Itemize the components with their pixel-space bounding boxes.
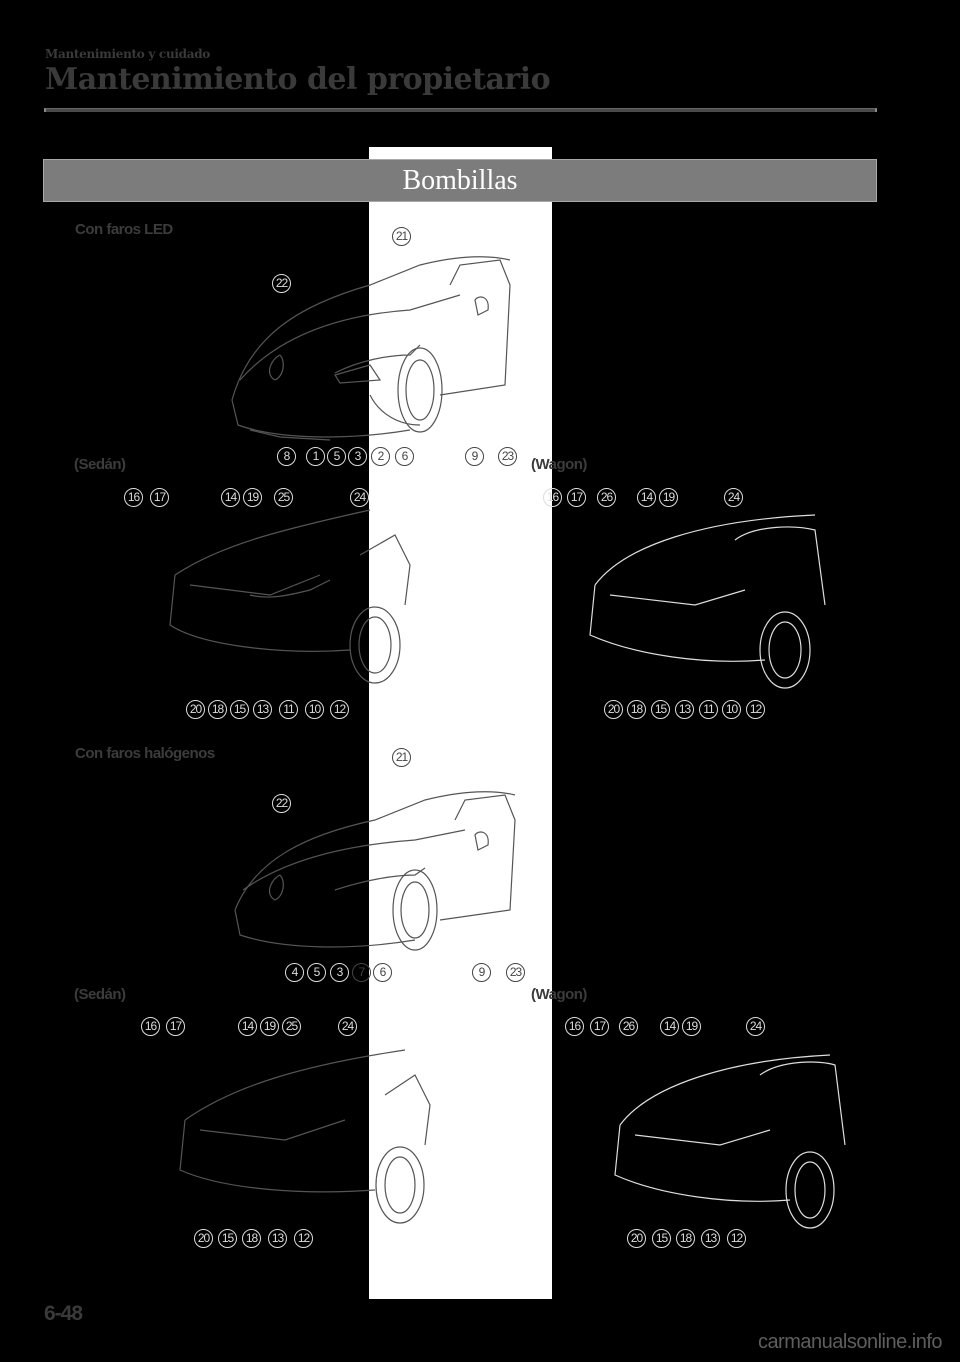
callout-21: 21 (392, 748, 411, 767)
callout-17: 17 (567, 488, 586, 507)
car-front-illustration (231, 256, 511, 441)
callout-18: 18 (627, 700, 646, 719)
callout-19: 19 (243, 488, 262, 507)
sedan-rear-illustration (179, 1049, 431, 1224)
figure-led-front (220, 225, 520, 475)
callout-23: 23 (498, 447, 517, 466)
callout-13: 13 (701, 1229, 720, 1248)
callout-11: 11 (279, 700, 298, 719)
callout-15: 15 (230, 700, 249, 719)
callout-7: 7 (352, 963, 371, 982)
figure-label-led: Con faros LED (75, 221, 173, 238)
callout-24: 24 (746, 1017, 765, 1036)
section-banner: Bombillas (43, 159, 877, 202)
callout-5: 5 (307, 963, 326, 982)
callout-15: 15 (218, 1229, 237, 1248)
callout-22: 22 (272, 274, 291, 293)
callout-14: 14 (637, 488, 656, 507)
callout-12: 12 (294, 1229, 313, 1248)
callout-15: 15 (651, 700, 670, 719)
callout-5: 5 (327, 447, 346, 466)
callout-16: 16 (565, 1017, 584, 1036)
callout-18: 18 (676, 1229, 695, 1248)
callout-8: 8 (277, 447, 296, 466)
callout-3: 3 (330, 963, 349, 982)
callout-24: 24 (724, 488, 743, 507)
callout-19: 19 (260, 1017, 279, 1036)
figure-label-halogen: Con faros halógenos (75, 745, 215, 762)
section-title: Bombillas (402, 164, 518, 196)
header-divider (44, 108, 877, 112)
callout-13: 13 (253, 700, 272, 719)
callout-12: 12 (727, 1229, 746, 1248)
callout-12: 12 (330, 700, 349, 719)
callout-17: 17 (166, 1017, 185, 1036)
callout-11: 11 (699, 700, 718, 719)
callout-13: 13 (675, 700, 694, 719)
callout-4: 4 (285, 963, 304, 982)
callout-20: 20 (186, 700, 205, 719)
wagon-rear-illustration (589, 514, 826, 689)
callout-20: 20 (604, 700, 623, 719)
callout-13: 13 (268, 1229, 287, 1248)
callout-20: 20 (194, 1229, 213, 1248)
callout-18: 18 (208, 700, 227, 719)
callout-25: 25 (274, 488, 293, 507)
page-number: 6-48 (44, 1302, 83, 1325)
figure-label-sedan: (Sedán) (74, 456, 126, 473)
callout-14: 14 (238, 1017, 257, 1036)
sedan-rear-illustration (169, 509, 411, 684)
callout-14: 14 (221, 488, 240, 507)
figure-label-sedan: (Sedán) (74, 986, 126, 1003)
car-front-illustration (234, 791, 516, 951)
callout-21: 21 (392, 227, 411, 246)
callout-14: 14 (660, 1017, 679, 1036)
figure-halogen-front (225, 780, 525, 970)
figure-led-wagon-rear (585, 505, 835, 695)
figure-halogen-wagon-rear (610, 1035, 860, 1230)
callout-6: 6 (373, 963, 392, 982)
callout-15: 15 (652, 1229, 671, 1248)
callout-2: 2 (371, 447, 390, 466)
callout-19: 19 (659, 488, 678, 507)
callout-23: 23 (506, 963, 525, 982)
watermark-link[interactable]: carmanualsonline.info (757, 1331, 943, 1353)
callout-1: 1 (306, 447, 325, 466)
callout-16: 16 (124, 488, 143, 507)
breadcrumb: Mantenimiento y cuidado (45, 47, 210, 61)
figure-label-wagon: (Wagon) (531, 986, 587, 1003)
callout-10: 10 (722, 700, 741, 719)
callout-25: 25 (282, 1017, 301, 1036)
callout-16: 16 (141, 1017, 160, 1036)
callout-18: 18 (242, 1229, 261, 1248)
callout-9: 9 (472, 963, 491, 982)
callout-26: 26 (619, 1017, 638, 1036)
white-background-strip (369, 147, 552, 1299)
callout-16: 16 (543, 488, 562, 507)
callout-17: 17 (150, 488, 169, 507)
callout-10: 10 (305, 700, 324, 719)
callout-6: 6 (395, 447, 414, 466)
figure-led-sedan-rear (160, 505, 411, 695)
wagon-rear-illustration (614, 1054, 846, 1229)
figure-halogen-sedan-rear (175, 1040, 435, 1230)
callout-12: 12 (746, 700, 765, 719)
callout-24: 24 (350, 488, 369, 507)
callout-9: 9 (465, 447, 484, 466)
callout-3: 3 (348, 447, 367, 466)
callout-17: 17 (590, 1017, 609, 1036)
figure-label-wagon: (Wagon) (531, 456, 587, 473)
callout-19: 19 (682, 1017, 701, 1036)
callout-20: 20 (627, 1229, 646, 1248)
callout-26: 26 (597, 488, 616, 507)
page-title: Mantenimiento del propietario (45, 62, 551, 97)
callout-24: 24 (338, 1017, 357, 1036)
callout-22: 22 (272, 794, 291, 813)
